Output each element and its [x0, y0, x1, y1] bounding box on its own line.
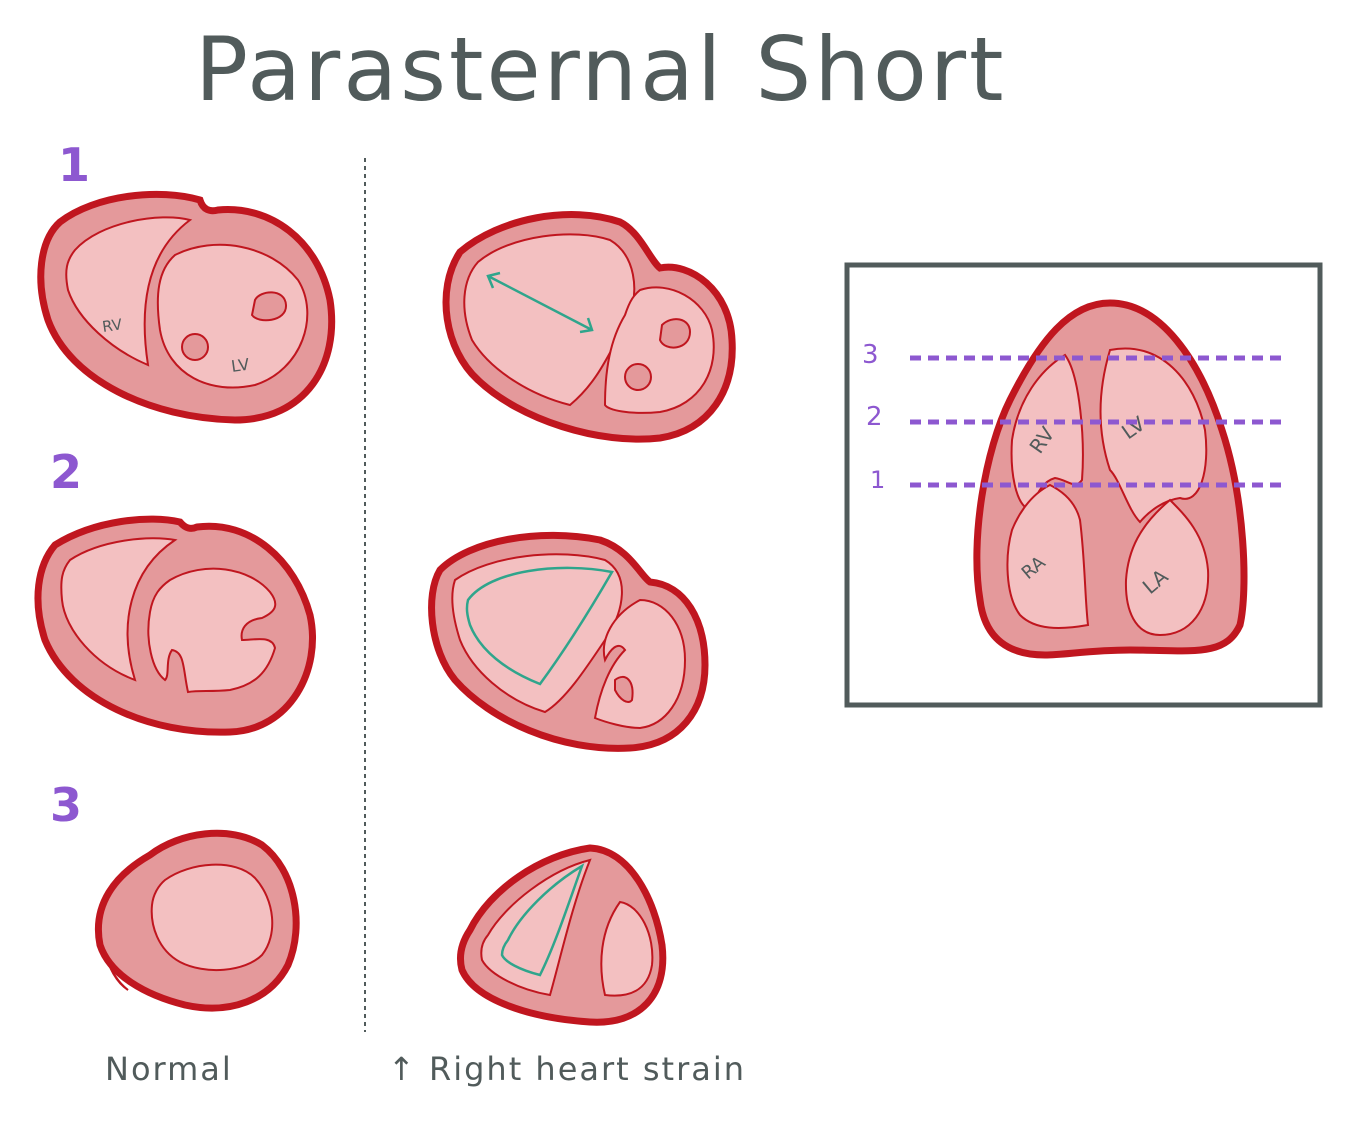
- normal-1-lv-label: LV: [230, 355, 251, 376]
- apical-level-label-1: 1: [870, 466, 885, 494]
- normal-1-rv-label: RV: [101, 315, 124, 336]
- normal-level-1-heart: RV LV: [41, 194, 332, 420]
- apical-level-label-3: 3: [862, 340, 879, 370]
- apical-level-label-2: 2: [866, 402, 883, 432]
- normal-level-2-heart: [38, 519, 313, 732]
- normal-level-3-heart: [98, 833, 296, 1008]
- strain-level-3-heart: [460, 848, 662, 1022]
- strain-level-2-heart: [432, 535, 705, 748]
- strain-level-1-heart: [446, 215, 732, 440]
